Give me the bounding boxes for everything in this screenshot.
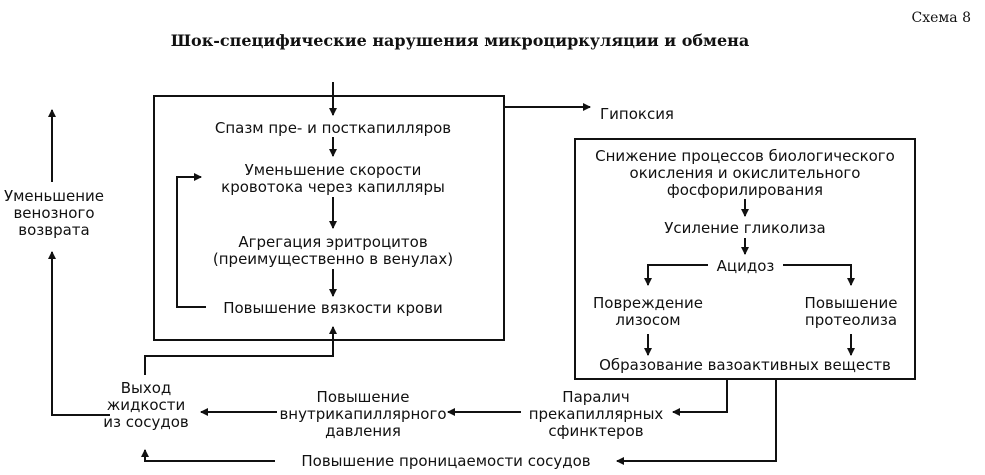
lysosome-node: Повреждение лизосом [593,294,703,329]
arrow-to-permeability [616,379,777,465]
arrow-to-paralysis [672,379,728,416]
paralysis-node: Паралич прекапиллярных сфинктеров [528,388,664,440]
arrow-fluid-to-venous [48,251,110,416]
oxidation-node: Снижение процессов биологического окисле… [595,147,895,199]
scheme-label: Схема 8 [911,10,972,26]
vasoactive-node: Образование вазоактивных веществ [599,356,891,374]
acidosis-node: Ацидоз [716,257,775,275]
viscosity-node: Повышение вязкости крови [223,299,443,317]
spasm-node: Спазм пре- и посткапилляров [214,119,452,137]
arrow-fluid-to-viscosity [144,326,337,375]
microcirculation-box [153,95,505,341]
hypoxia-node: Гипоксия [600,105,674,123]
diagram-title: Шок-специфические нарушения микроциркуля… [170,31,750,50]
arrow-permeability-to-fluid [141,449,275,462]
arrow-acidosis-to-lysosome [644,264,708,286]
metabolism-box [574,138,916,380]
pressure-node: Повышение внутрикапиллярного давления [279,388,447,440]
flow-node: Уменьшение скорости кровотока через капи… [221,161,445,196]
venous-return-node: Уменьшение венозного возврата [3,187,105,239]
glycolysis-node: Усиление гликолиза [664,219,826,237]
fluid-node: Выход жидкости из сосудов [103,379,189,431]
permeability-node: Повышение проницаемости сосудов [301,452,591,470]
aggregation-node: Агрегация эритроцитов (преимущественно в… [212,233,454,268]
feedback-loop-arrow [176,173,206,308]
arrow-acidosis-to-proteolysis [783,264,855,286]
proteolysis-node: Повышение протеолиза [804,294,898,329]
